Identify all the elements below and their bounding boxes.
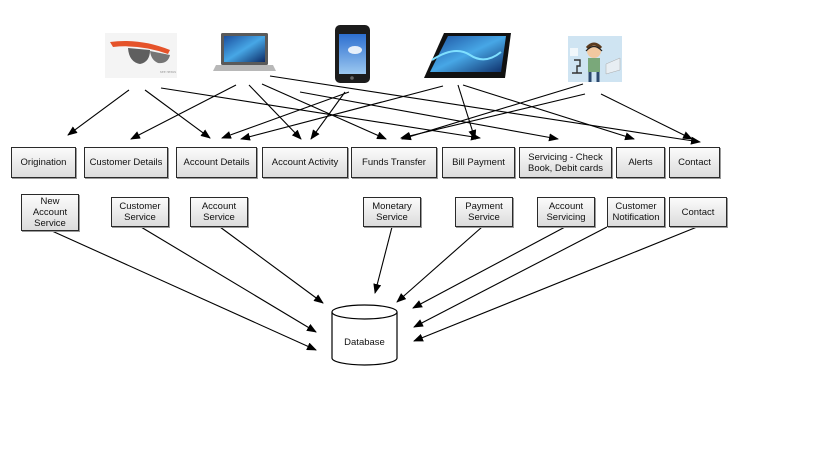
- monitor-icon: [605, 57, 621, 75]
- arrow-new-account-service-to-database: [51, 230, 317, 351]
- arrow-tablet-to-account-activity: [240, 85, 444, 141]
- arrow-monetary-service-to-database: [373, 226, 393, 294]
- service-new-account: New Account Service: [21, 194, 79, 231]
- arrow-agent-to-funds-transfer: [400, 93, 586, 140]
- channel-funds-transfer: Funds Transfer: [351, 147, 437, 178]
- arrow-tablet-to-bill-payment: [457, 84, 477, 140]
- phone-screen-icon: [339, 34, 366, 74]
- channel-servicing: Servicing - Check Book, Debit cards: [519, 147, 612, 178]
- channel-origination: Origination: [11, 147, 76, 178]
- arrow-account-service-to-database: [219, 226, 324, 304]
- laptop-base-icon: [213, 65, 276, 71]
- glasses-frame-icon: [110, 41, 170, 54]
- device-tablet: [424, 33, 511, 78]
- tablet-wave-icon: [431, 50, 502, 61]
- arrow-payment-service-to-database: [396, 226, 483, 303]
- home-button-icon: [350, 76, 354, 80]
- arrow-contact-service-to-database: [413, 226, 698, 342]
- device-phone: [335, 25, 370, 83]
- database-top: [331, 304, 398, 320]
- service-account: Account Service: [190, 197, 248, 227]
- agent-shirt-icon: [588, 58, 600, 72]
- service-customer-notification: Customer Notification: [607, 197, 665, 227]
- headset-icon: [585, 45, 603, 52]
- arrow-customer-service-to-database: [140, 226, 317, 333]
- service-label: Customer Service: [119, 201, 161, 223]
- channel-label: Customer Details: [89, 157, 163, 168]
- window-icon: [570, 48, 578, 56]
- channel-label: Origination: [20, 157, 67, 168]
- channel-customer-details: Customer Details: [84, 147, 168, 178]
- service-label: Account Service: [201, 201, 237, 223]
- channel-label: Bill Payment: [452, 157, 505, 168]
- arrow-agent-to-contact: [600, 93, 693, 140]
- chair-icon: [572, 59, 582, 74]
- service-label: New Account Service: [32, 196, 68, 229]
- channel-bill-payment: Bill Payment: [442, 147, 515, 178]
- arrow-account-servicing-to-database: [412, 226, 566, 309]
- arrow-laptop-to-account-activity: [248, 84, 302, 140]
- service-label: Contact: [681, 206, 715, 218]
- glasses-caption: see nexus: [160, 70, 176, 74]
- service-contact: Contact: [669, 197, 727, 227]
- device-agent: [568, 36, 622, 82]
- cloud-icon: [348, 46, 362, 54]
- channel-label: Funds Transfer: [362, 157, 426, 168]
- channel-label: Alerts: [628, 157, 653, 168]
- database-body: [331, 312, 398, 366]
- channel-account-details: Account Details: [176, 147, 257, 178]
- arrow-phone-to-account-activity: [310, 91, 346, 140]
- agent-legs-icon: [588, 72, 600, 82]
- channel-account-activity: Account Activity: [262, 147, 348, 178]
- channel-label: Servicing - Check Book, Debit cards: [528, 151, 603, 174]
- hair-icon: [585, 42, 603, 50]
- arrow-tablet-to-alerts: [462, 84, 635, 141]
- arrow-laptop-to-funds-transfer: [261, 83, 387, 140]
- arrow-customer-notification-to-database: [413, 226, 608, 328]
- service-label: Account Servicing: [546, 201, 586, 223]
- service-label: Monetary Service: [372, 201, 412, 223]
- laptop-screen-icon: [224, 36, 265, 62]
- arrow-glasses-to-account-details: [144, 89, 211, 139]
- glasses-lens-icon: [128, 48, 150, 64]
- device-glasses: see nexus: [105, 33, 177, 78]
- glasses-lens-icon: [150, 51, 170, 64]
- arrow-phone-to-account-details: [221, 91, 350, 139]
- database-label: Database: [344, 337, 385, 348]
- service-label: Payment Service: [465, 201, 503, 223]
- service-label: Customer Notification: [612, 201, 660, 223]
- service-account-servicing: Account Servicing: [537, 197, 595, 227]
- service-customer: Customer Service: [111, 197, 169, 227]
- arrow-laptop-to-contact: [269, 75, 701, 145]
- arrow-phone-to-servicing: [299, 91, 559, 142]
- device-laptop: [213, 33, 276, 71]
- arrow-glasses-to-origination: [67, 89, 130, 136]
- database: Database: [331, 304, 398, 366]
- channel-label: Account Details: [183, 157, 250, 168]
- edges-layer: [51, 75, 701, 351]
- channel-label: Contact: [678, 157, 711, 168]
- channel-alerts: Alerts: [616, 147, 665, 178]
- channel-contact: Contact: [669, 147, 720, 178]
- service-payment: Payment Service: [455, 197, 513, 227]
- service-monetary: Monetary Service: [363, 197, 421, 227]
- arrow-laptop-to-customer-details: [130, 84, 237, 140]
- channel-label: Account Activity: [271, 157, 339, 168]
- arrow-agent-to-account-details: [401, 83, 584, 141]
